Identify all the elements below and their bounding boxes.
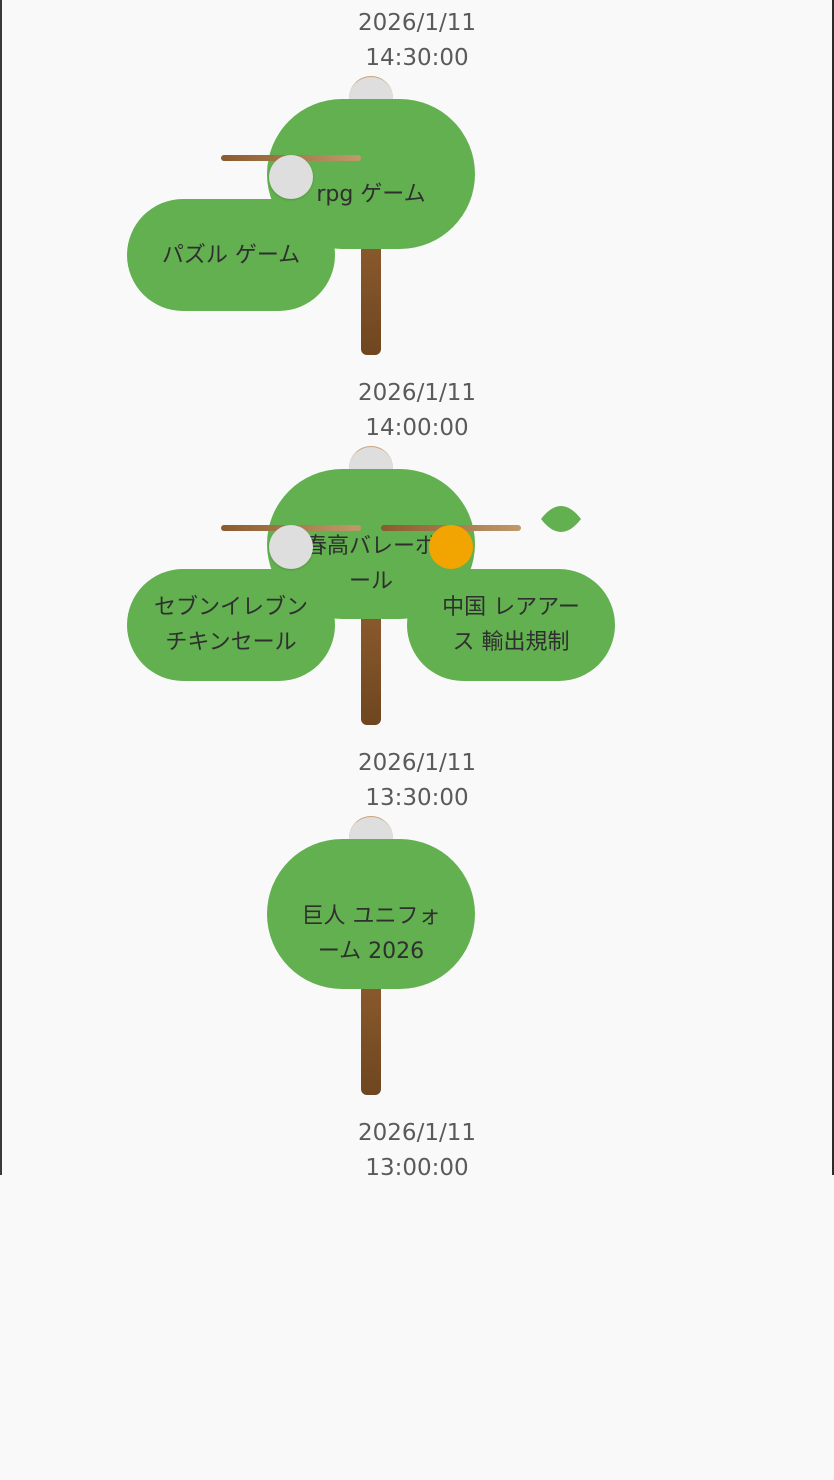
trend-tree: 2026/1/11 14:30:00 rpg ゲーム パズル ゲーム <box>0 0 834 370</box>
trunk <box>361 980 381 1095</box>
trunk <box>361 240 381 355</box>
right-keyword: 中国 レアアース 輸出規制 <box>442 595 580 655</box>
timestamp-time: 13:30:00 <box>365 785 469 811</box>
trunk <box>361 610 381 725</box>
trend-tree: 2026/1/11 13:30:00 巨人 ユニフォーム 2026 <box>0 740 834 1110</box>
left-branch-node[interactable] <box>269 155 313 199</box>
left-keyword: セブンイレブン チキンセール <box>153 595 308 655</box>
timestamp: 2026/1/11 13:30:00 <box>317 746 517 816</box>
trend-tree: 2026/1/11 14:00:00 春高バレーボール セブンイレブン チキンセ… <box>0 370 834 740</box>
timestamp-date: 2026/1/11 <box>358 1120 476 1146</box>
timestamp-time: 13:00:00 <box>365 1155 469 1181</box>
trend-tree: 2026/1/11 13:00:00 <box>0 1110 834 1480</box>
left-keyword-leaf[interactable]: パズル ゲーム <box>127 199 335 311</box>
right-keyword-leaf[interactable]: 中国 レアアース 輸出規制 <box>407 569 615 681</box>
timestamp-date: 2026/1/11 <box>358 10 476 36</box>
timestamp-date: 2026/1/11 <box>358 750 476 776</box>
left-keyword: パズル ゲーム <box>161 242 301 268</box>
timestamp: 2026/1/11 14:30:00 <box>317 6 517 76</box>
main-keyword: 巨人 ユニフォーム 2026 <box>301 904 441 964</box>
main-keyword-leaf[interactable]: 巨人 ユニフォーム 2026 <box>267 839 475 989</box>
main-keyword: 春高バレーボール <box>304 534 437 594</box>
left-border <box>0 0 2 1175</box>
left-keyword-leaf[interactable]: セブンイレブン チキンセール <box>127 569 335 681</box>
left-branch-node[interactable] <box>269 525 313 569</box>
sprout-leaf-icon <box>541 506 581 532</box>
timestamp-time: 14:00:00 <box>365 415 469 441</box>
right-branch-node-active[interactable] <box>429 525 473 569</box>
right-border <box>832 0 834 1175</box>
timestamp-time: 14:30:00 <box>365 45 469 71</box>
timestamp: 2026/1/11 13:00:00 <box>317 1116 517 1186</box>
timestamp-date: 2026/1/11 <box>358 380 476 406</box>
main-keyword: rpg ゲーム <box>316 181 426 207</box>
timestamp: 2026/1/11 14:00:00 <box>317 376 517 446</box>
